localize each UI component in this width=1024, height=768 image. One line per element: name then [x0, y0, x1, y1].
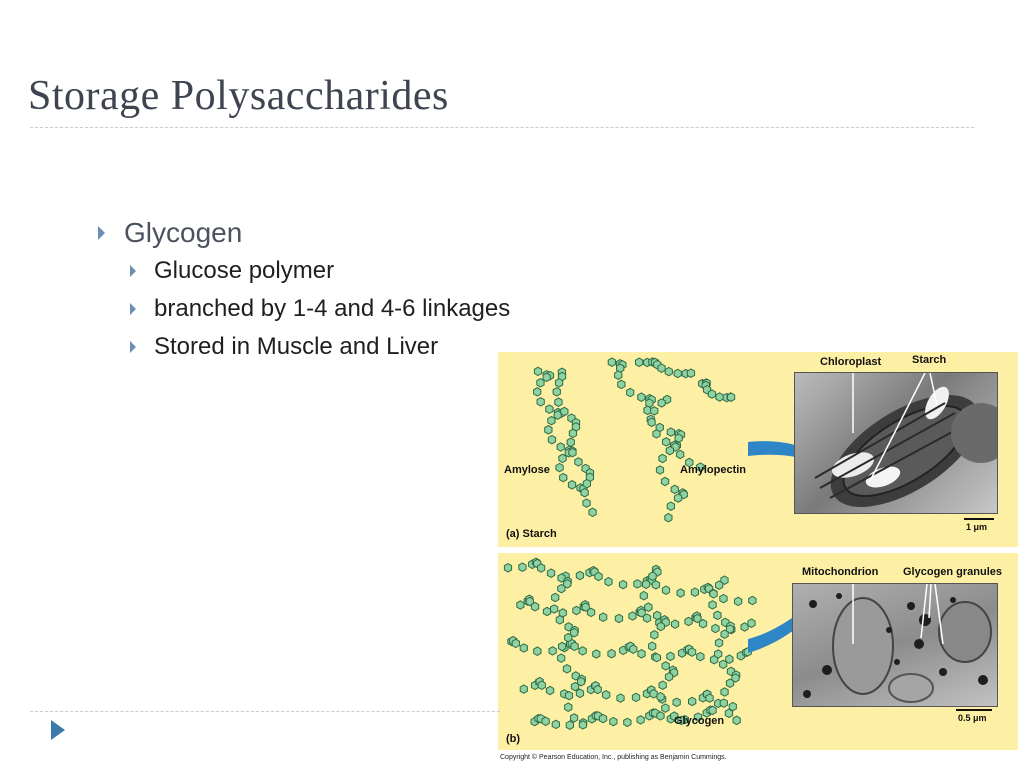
polysaccharide-figure: Chloroplast Starch Amylose Amylopectin (…: [498, 350, 1020, 768]
bullet-list: Glycogen Glucose polymer branched by 1-4…: [90, 214, 510, 366]
title-divider: [30, 127, 974, 128]
sub-bullet-3: Stored in Muscle and Liver: [90, 328, 510, 366]
mitochondrion-micrograph: [792, 583, 998, 707]
caption-a: (a) Starch: [506, 528, 557, 540]
label-starch: Starch: [912, 354, 947, 366]
footer-divider: [30, 711, 500, 712]
bullet-arrow-icon: [130, 341, 136, 353]
label-chloroplast: Chloroplast: [820, 356, 882, 368]
bullet-glycogen: Glycogen: [90, 214, 510, 252]
next-slide-icon[interactable]: [51, 720, 65, 740]
bullet-arrow-icon: [130, 265, 136, 277]
panel-glycogen: Mitochondrion Glycogen granules Glycogen…: [498, 553, 1018, 750]
bullet-text: Stored in Muscle and Liver: [154, 333, 439, 360]
chloroplast-detail: [814, 372, 1011, 507]
callout-arrow-icon: [748, 441, 850, 482]
panel-starch: Chloroplast Starch Amylose Amylopectin (…: [498, 352, 1018, 547]
scale-bar-a: [964, 518, 994, 520]
bullet-text: Glucose polymer: [154, 257, 335, 284]
caption-b: (b): [506, 733, 521, 745]
label-glycogen-granules: Glycogen granules: [903, 566, 1003, 578]
sub-bullet-1: Glucose polymer: [90, 252, 510, 290]
scale-label-b: 0.5 μm: [958, 713, 987, 723]
label-glycogen: Glycogen: [674, 715, 725, 727]
label-amylose: Amylose: [504, 464, 550, 476]
chloroplast-micrograph: [794, 372, 1011, 514]
bullet-arrow-icon: [98, 226, 105, 240]
sub-bullet-2: branched by 1-4 and 4-6 linkages: [90, 290, 510, 328]
slide-title: Storage Polysaccharides: [28, 73, 449, 119]
bullet-text: Glycogen: [124, 217, 243, 248]
bullet-arrow-icon: [130, 303, 136, 315]
copyright-note: Copyright © Pearson Education, Inc., pub…: [500, 754, 727, 761]
scale-bar-b: [956, 709, 992, 711]
scale-label-a: 1 μm: [966, 522, 988, 532]
label-mitochondrion: Mitochondrion: [802, 566, 879, 578]
starch-glucose-chains: [533, 357, 736, 523]
glycogen-glucose-chains: [503, 557, 757, 730]
label-amylopectin: Amylopectin: [680, 464, 747, 476]
glycogen-granules-detail: [803, 583, 992, 703]
bullet-text: branched by 1-4 and 4-6 linkages: [154, 295, 511, 322]
